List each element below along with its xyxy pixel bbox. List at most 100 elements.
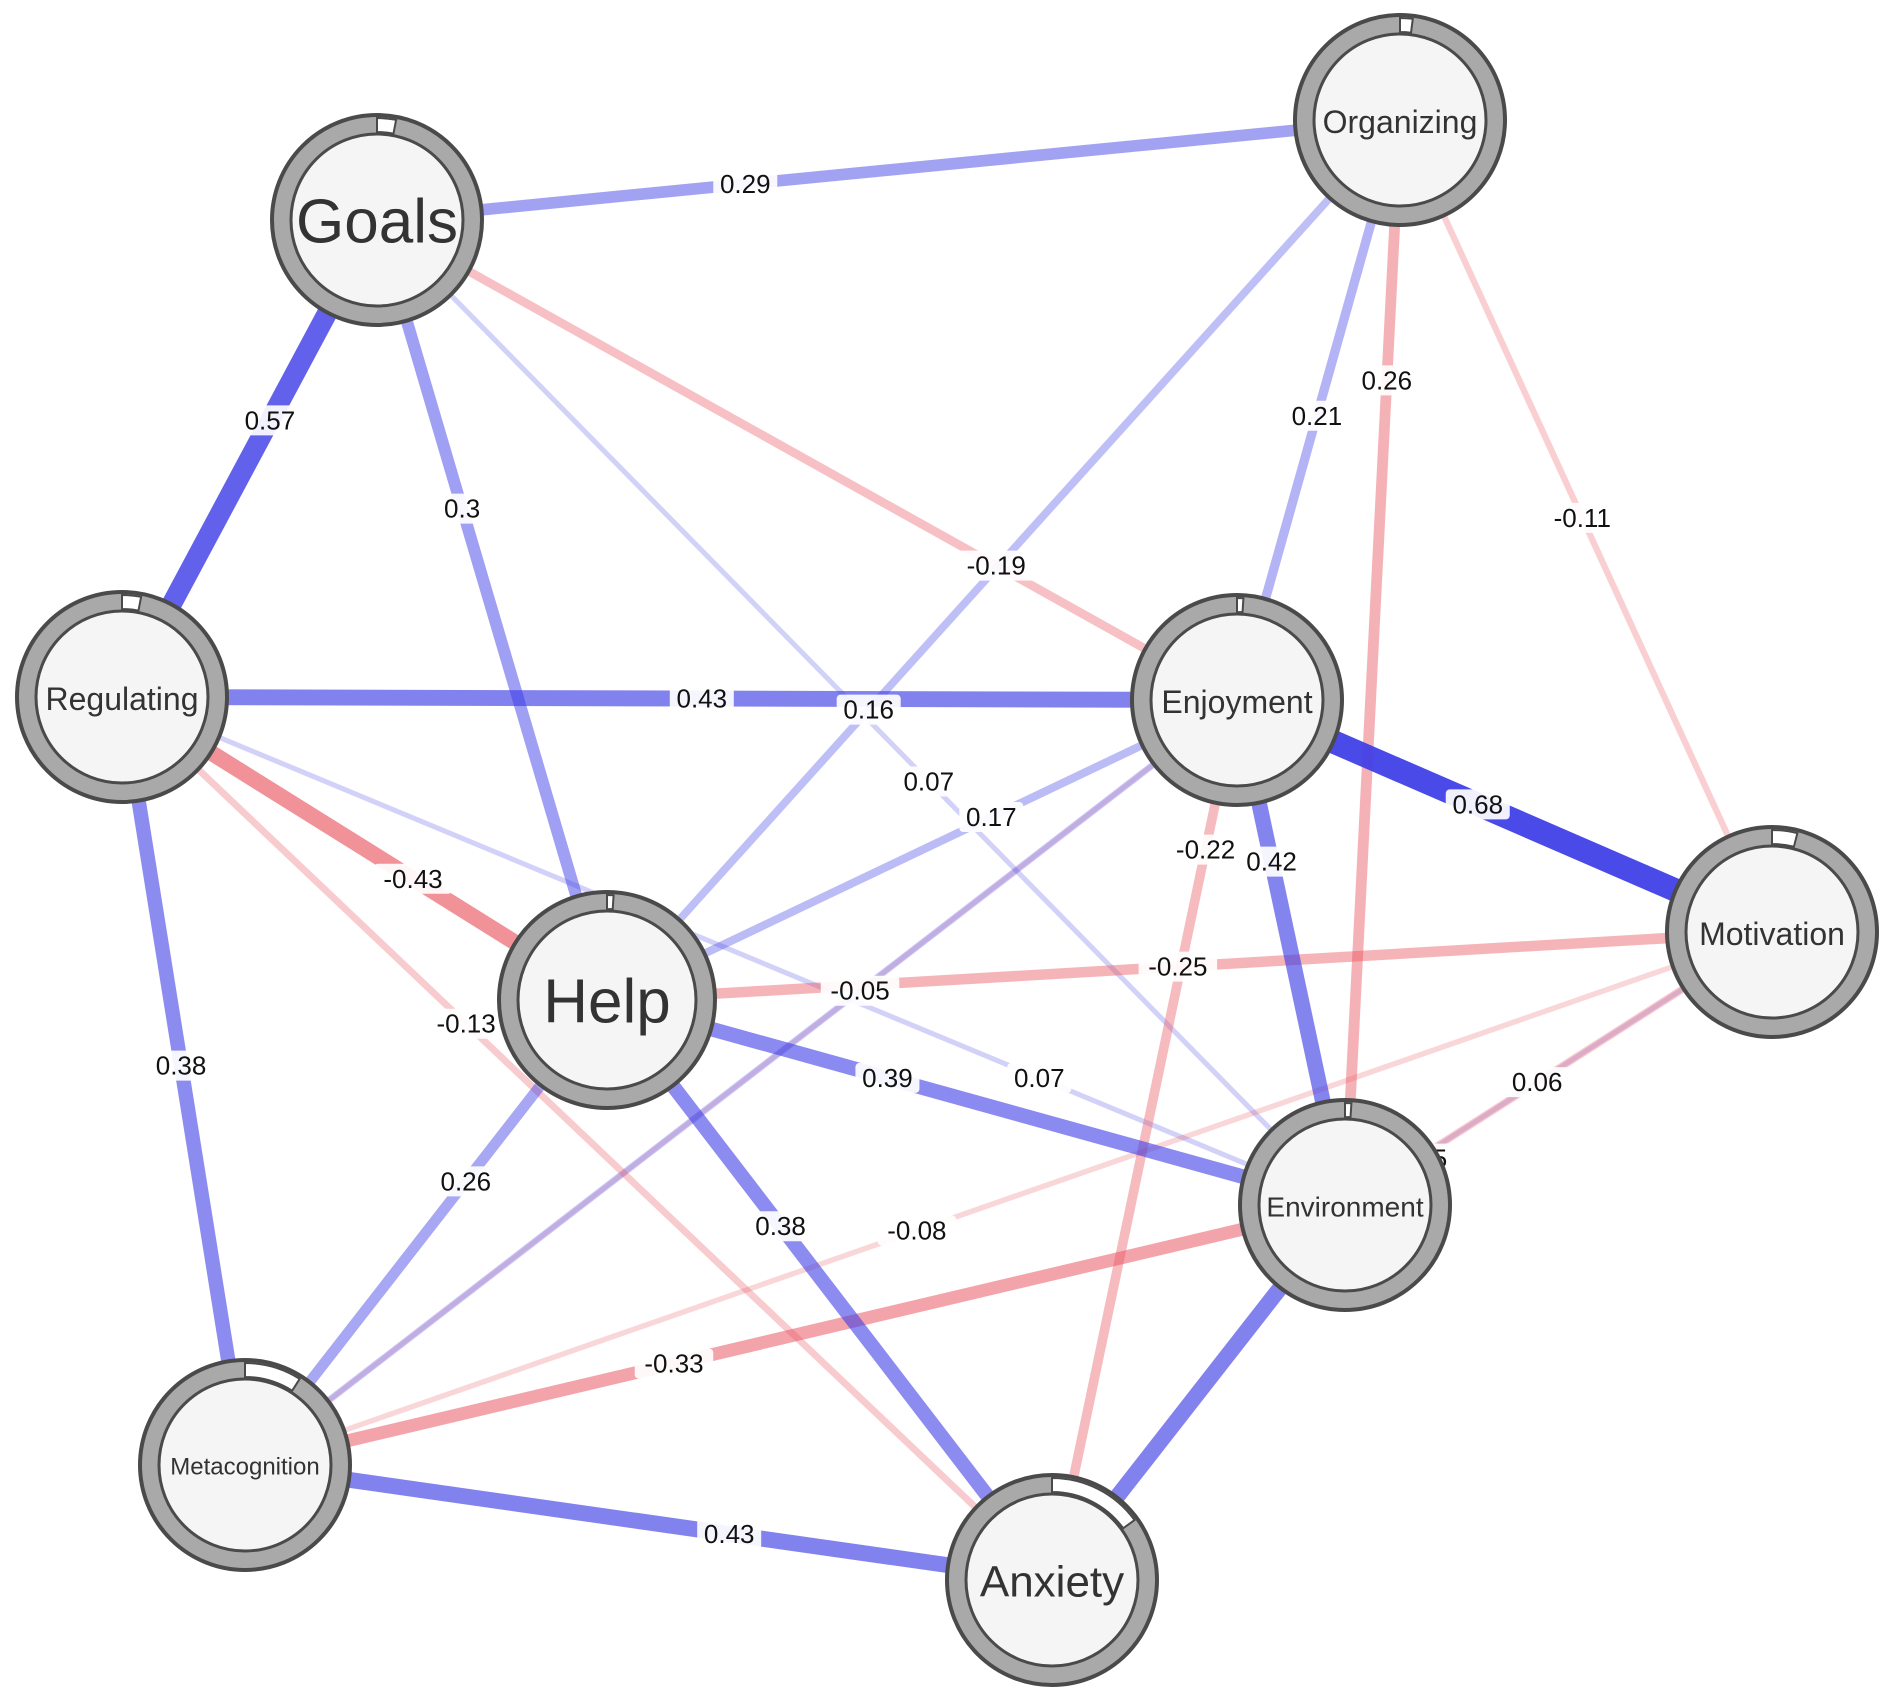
svg-text:-0.19: -0.19 (967, 551, 1026, 581)
svg-text:0.07: 0.07 (1014, 1063, 1065, 1093)
node-pie-goals (376, 116, 398, 135)
node-label-help: Help (543, 968, 671, 1037)
svg-text:-0.11: -0.11 (1554, 503, 1611, 533)
edge-label-enjoyment-anxiety: -0.22 (1166, 834, 1245, 865)
edge-label-organizing-environment: 0.26 (1354, 365, 1419, 396)
edge-label-enjoyment-environment: 0.42 (1239, 846, 1304, 877)
edge-label-help-environment: 0.39 (855, 1062, 920, 1093)
node-label-motivation: Motivation (1699, 916, 1845, 952)
edge-enjoyment-metacognition (242, 697, 1240, 1468)
node-label-environment: Environment (1266, 1192, 1423, 1223)
svg-text:0.07: 0.07 (903, 766, 954, 796)
edge-regulating-anxiety (119, 694, 1055, 1583)
edge-goals-help (371, 218, 613, 1002)
node-pie-environment (1344, 1101, 1353, 1119)
edge-environment-metacognition (243, 1198, 1347, 1472)
node-pie-organizing (1399, 16, 1414, 34)
edge-label-goals-environment: 0.07 (896, 766, 961, 797)
node-pie-motivation (1771, 828, 1799, 848)
svg-text:0.43: 0.43 (676, 684, 727, 714)
svg-text:-0.13: -0.13 (436, 1009, 495, 1039)
edge-label-regulating-enjoyment: 0.43 (669, 683, 734, 714)
edge-label-metacognition-motivation: -0.08 (877, 1215, 957, 1246)
svg-text:0.21: 0.21 (1292, 401, 1343, 431)
svg-text:0.26: 0.26 (1361, 365, 1412, 395)
svg-text:0.38: 0.38 (755, 1211, 806, 1241)
edge-label-help-motivation: -0.25 (1138, 951, 1218, 982)
node-label-metacognition: Metacognition (170, 1454, 319, 1481)
svg-text:0.06: 0.06 (1512, 1067, 1563, 1097)
edge-label-environment-metacognition: -0.33 (634, 1348, 714, 1379)
node-pie-regulating (121, 593, 143, 612)
edge-label-regulating-metacognition: 0.38 (149, 1050, 214, 1081)
svg-text:-0.08: -0.08 (887, 1215, 946, 1245)
edge-goals-organizing (376, 114, 1401, 226)
svg-text:0.3: 0.3 (444, 494, 480, 524)
svg-text:0.68: 0.68 (1452, 789, 1503, 819)
svg-text:-0.33: -0.33 (644, 1349, 703, 1379)
node-goals: Goals (270, 113, 484, 327)
edge-enjoyment-anxiety (1047, 699, 1242, 1581)
node-pie-metacognition (244, 1361, 302, 1393)
svg-text:-0.05: -0.05 (830, 976, 889, 1006)
svg-text:0.42: 0.42 (1246, 847, 1297, 877)
svg-text:0.57: 0.57 (245, 405, 296, 435)
node-pie-anxiety (1051, 1476, 1136, 1530)
edge-label-enjoyment-metacognition: -0.05 (820, 975, 900, 1006)
svg-text:-0.22: -0.22 (1176, 835, 1235, 865)
node-environment: Environment (1238, 1098, 1452, 1312)
svg-text:-0.43: -0.43 (383, 864, 442, 894)
svg-text:0.38: 0.38 (156, 1051, 207, 1081)
edge-metacognition-anxiety (243, 1457, 1054, 1588)
node-enjoyment: Enjoyment (1130, 593, 1344, 807)
node-label-enjoyment: Enjoyment (1161, 684, 1312, 720)
node-pie-enjoyment (1236, 596, 1245, 614)
edge-enjoyment-help (605, 696, 1239, 1004)
edge-label-organizing-help: 0.16 (836, 694, 901, 725)
edge-label-enjoyment-help: 0.17 (959, 802, 1024, 832)
edge-label-metacognition-anxiety: 0.43 (697, 1519, 762, 1549)
edge-regulating-environment (121, 694, 1346, 1208)
node-anxiety: Anxiety (945, 1473, 1159, 1687)
svg-text:0.43: 0.43 (704, 1519, 755, 1549)
edge-organizing-environment (1339, 119, 1406, 1206)
edge-regulating-metacognition (114, 695, 253, 1467)
edge-label-help-metacognition: 0.26 (433, 1166, 498, 1197)
edge-label-goals-organizing: 0.29 (713, 169, 778, 199)
edge-label-regulating-help: -0.43 (373, 863, 453, 894)
edge-label-enjoyment-motivation: 0.68 (1445, 789, 1510, 820)
edges-layer (113, 114, 1777, 1588)
edge-help-environment (605, 992, 1347, 1213)
svg-text:0.17: 0.17 (966, 802, 1017, 832)
edge-metacognition-motivation (244, 929, 1773, 1468)
edge-label-organizing-enjoyment: 0.21 (1284, 400, 1349, 431)
edge-label-help-anxiety: 0.38 (748, 1211, 813, 1242)
node-metacognition: Metacognition (138, 1358, 352, 1572)
node-pie-help (606, 893, 615, 911)
node-label-regulating: Regulating (46, 681, 199, 717)
edge-label-goals-enjoyment: -0.19 (956, 550, 1036, 581)
edge-label-goals-regulating: 0.57 (237, 405, 302, 436)
edge-goals-enjoyment (374, 216, 1240, 704)
edge-help-anxiety (601, 995, 1058, 1585)
node-help: Help (497, 890, 717, 1110)
edge-label-regulating-environment: 0.07 (1007, 1063, 1072, 1093)
node-label-organizing: Organizing (1323, 104, 1478, 140)
edge-label-motivation-environment: 0.06 (1505, 1067, 1570, 1098)
node-label-anxiety: Anxiety (980, 1558, 1124, 1607)
svg-text:-0.25: -0.25 (1148, 952, 1207, 982)
svg-text:0.26: 0.26 (441, 1166, 492, 1196)
svg-text:0.16: 0.16 (843, 695, 894, 725)
edge-label-organizing-motivation: -0.11 (1543, 502, 1622, 533)
edge-enjoyment-metacognition (243, 698, 1239, 1467)
edge-label-regulating-anxiety: -0.13 (426, 1008, 506, 1039)
svg-text:0.29: 0.29 (720, 169, 771, 199)
node-label-goals: Goals (296, 188, 458, 257)
node-regulating: Regulating (15, 590, 229, 804)
svg-text:0.39: 0.39 (862, 1063, 913, 1093)
node-organizing: Organizing (1293, 13, 1507, 227)
edge-label-goals-help: 0.3 (437, 493, 487, 524)
node-motivation: Motivation (1665, 825, 1879, 1039)
